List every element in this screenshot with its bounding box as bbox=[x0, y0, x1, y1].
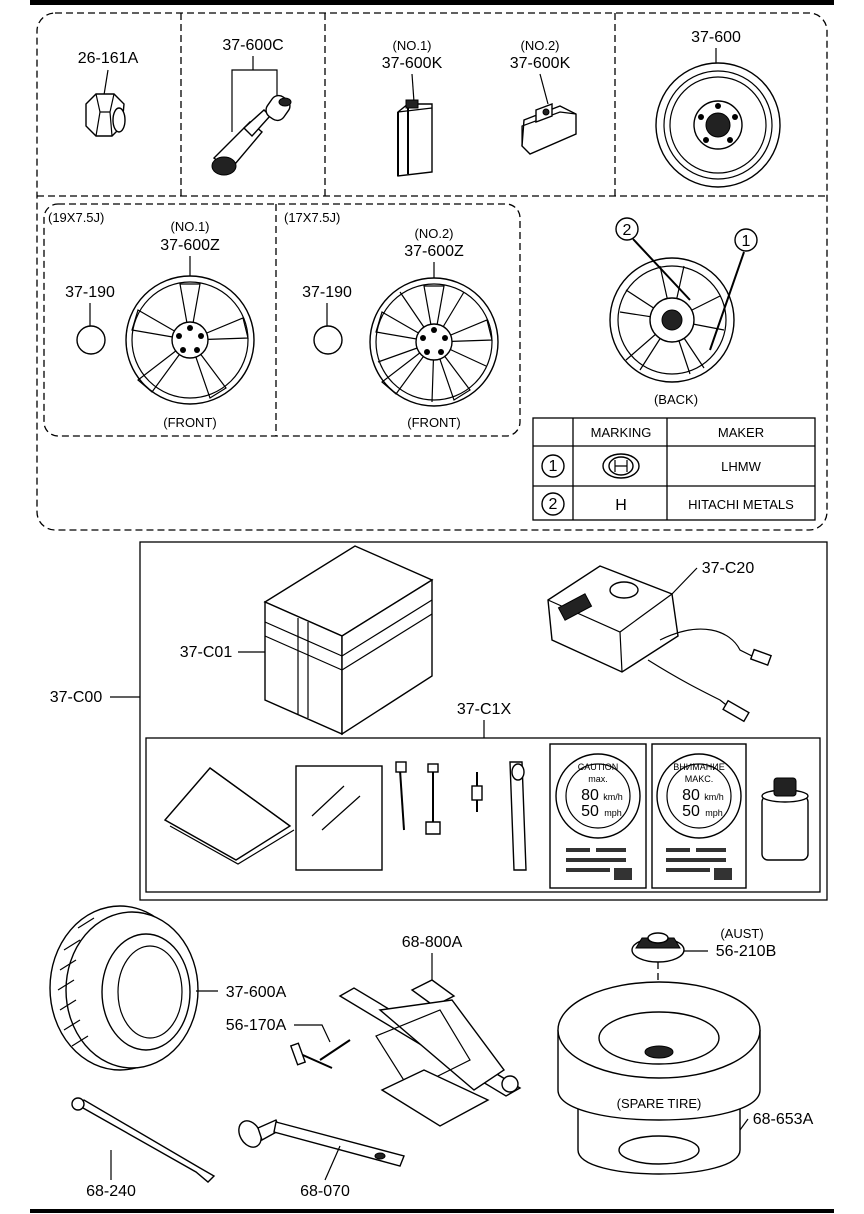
label-wheel19-size: (19X7.5J) bbox=[48, 210, 104, 225]
label-37-c00: 37-C00 bbox=[50, 689, 103, 706]
table-row-1-no: 1 bbox=[549, 458, 558, 475]
jack-handle-icon bbox=[289, 1039, 351, 1069]
label-wheel17-size: (17X7.5J) bbox=[284, 210, 340, 225]
label-wheel19-cap: 37-190 bbox=[65, 284, 115, 301]
sealant-kit-outline bbox=[145, 737, 821, 893]
caution-unit-mph: mph bbox=[604, 808, 622, 818]
label-68-800a: 68-800A bbox=[402, 934, 463, 951]
table-header-marking: MARKING bbox=[591, 425, 652, 440]
label-68-653a: 68-653A bbox=[753, 1111, 814, 1128]
callout-1-circle bbox=[734, 228, 758, 252]
label-37-600k-no2: 37-600K bbox=[510, 55, 571, 72]
table-row-2-maker: HITACHI METALS bbox=[688, 497, 794, 512]
caution-title: CAUTION bbox=[578, 762, 619, 772]
lhmw-logo-icon bbox=[602, 453, 640, 479]
label-wheel19-tag: (NO.1) bbox=[171, 219, 210, 234]
caution-speed-kmh: 80 bbox=[581, 787, 599, 804]
ru-unit-kmh: km/h bbox=[704, 792, 724, 802]
label-wheel17-cap: 37-190 bbox=[302, 284, 352, 301]
wrench-bar-icon bbox=[71, 1097, 216, 1183]
sealant-bottle-icon bbox=[761, 777, 809, 861]
tire-valve-icon bbox=[211, 94, 292, 176]
table-row-2-marking: H bbox=[615, 497, 627, 514]
label-26-161a: 26-161A bbox=[78, 50, 139, 67]
air-compressor-icon bbox=[547, 565, 773, 723]
caution-speed-mph: 50 bbox=[581, 803, 599, 820]
tire-icon bbox=[49, 905, 199, 1071]
label-37-c01: 37-C01 bbox=[180, 644, 233, 661]
table-row-1-maker: LHMW bbox=[721, 459, 761, 474]
label-56-210b: 56-210B bbox=[716, 943, 777, 960]
caution-unit-kmh: km/h bbox=[603, 792, 623, 802]
callout-2-circle bbox=[615, 217, 639, 241]
label-37-c1x: 37-C1X bbox=[457, 701, 512, 718]
center-cap-icon bbox=[313, 325, 343, 355]
label-56-210b-tag: (AUST) bbox=[720, 926, 763, 941]
label-37-600k-no1-tag: (NO.1) bbox=[393, 38, 432, 53]
scissor-jack-icon bbox=[338, 979, 522, 1127]
label-68-240: 68-240 bbox=[86, 1183, 136, 1200]
caution-decal-ru: ВНИМАНИЕ MAKC. 80 km/h 50 mph bbox=[651, 743, 747, 889]
kit-case-icon bbox=[263, 545, 434, 736]
label-wheel17-view: (FRONT) bbox=[407, 415, 460, 430]
callout-1-text: 1 bbox=[742, 233, 751, 250]
label-37-600k-no1: 37-600K bbox=[382, 55, 443, 72]
spare-steel-wheel-icon bbox=[655, 62, 781, 188]
ru-unit-mph: mph bbox=[705, 808, 723, 818]
bottom-border bbox=[30, 1209, 834, 1213]
label-wheel17-part: 37-600Z bbox=[404, 243, 464, 260]
label-wheel17-tag: (NO.2) bbox=[415, 226, 454, 241]
alloy-wheel-17-front-icon bbox=[369, 277, 499, 407]
table-row-2-no: 2 bbox=[549, 496, 558, 513]
caution-max: max. bbox=[588, 774, 608, 784]
label-wheel19-view: (FRONT) bbox=[163, 415, 216, 430]
label-56-170a: 56-170A bbox=[226, 1017, 287, 1034]
center-cap-icon bbox=[76, 325, 106, 355]
label-wheel19-part: 37-600Z bbox=[160, 237, 220, 254]
label-back-view: (BACK) bbox=[654, 392, 698, 407]
ru-title: ВНИМАНИЕ bbox=[673, 762, 724, 772]
instruction-manual-icon bbox=[163, 767, 295, 865]
spare-tire-tray-icon bbox=[557, 981, 761, 1175]
wheel-nut-icon bbox=[85, 93, 126, 137]
valve-core-icon bbox=[471, 772, 483, 812]
ru-speed-kmh: 80 bbox=[682, 787, 700, 804]
top-border bbox=[30, 0, 834, 5]
alloy-wheel-19-front-icon bbox=[125, 275, 255, 405]
hose-icon bbox=[395, 761, 407, 831]
label-37-600c: 37-600C bbox=[222, 37, 283, 54]
wheel-group-outline bbox=[36, 12, 828, 531]
balance-weight-no2-icon bbox=[521, 102, 577, 155]
balance-weight-no1-icon bbox=[397, 99, 433, 177]
label-37-c20: 37-C20 bbox=[702, 560, 755, 577]
valve-tool-icon bbox=[425, 763, 441, 835]
table-header-maker: MAKER bbox=[718, 425, 764, 440]
callout-2-text: 2 bbox=[623, 222, 632, 239]
lug-wrench-icon bbox=[238, 1119, 405, 1167]
label-37-600: 37-600 bbox=[691, 29, 741, 46]
label-37-600a: 37-600A bbox=[226, 984, 287, 1001]
ru-speed-mph: 50 bbox=[682, 803, 700, 820]
maker-table: MARKING MAKER 1 LHMW 2 H HITACHI METALS bbox=[532, 417, 816, 521]
instruction-sheet-icon bbox=[295, 765, 383, 871]
caution-decal-en: CAUTION max. 80 km/h 50 mph bbox=[549, 743, 647, 889]
alloy-wheel-group-outline bbox=[43, 203, 521, 437]
core-remover-icon bbox=[509, 761, 527, 871]
label-37-600k-no2-tag: (NO.2) bbox=[521, 38, 560, 53]
label-68-070: 68-070 bbox=[300, 1183, 350, 1200]
label-spare-tire: (SPARE TIRE) bbox=[617, 1096, 702, 1111]
alloy-wheel-back-icon bbox=[609, 257, 735, 383]
ru-max: MAKC. bbox=[685, 774, 714, 784]
repair-kit-outline bbox=[139, 541, 828, 901]
